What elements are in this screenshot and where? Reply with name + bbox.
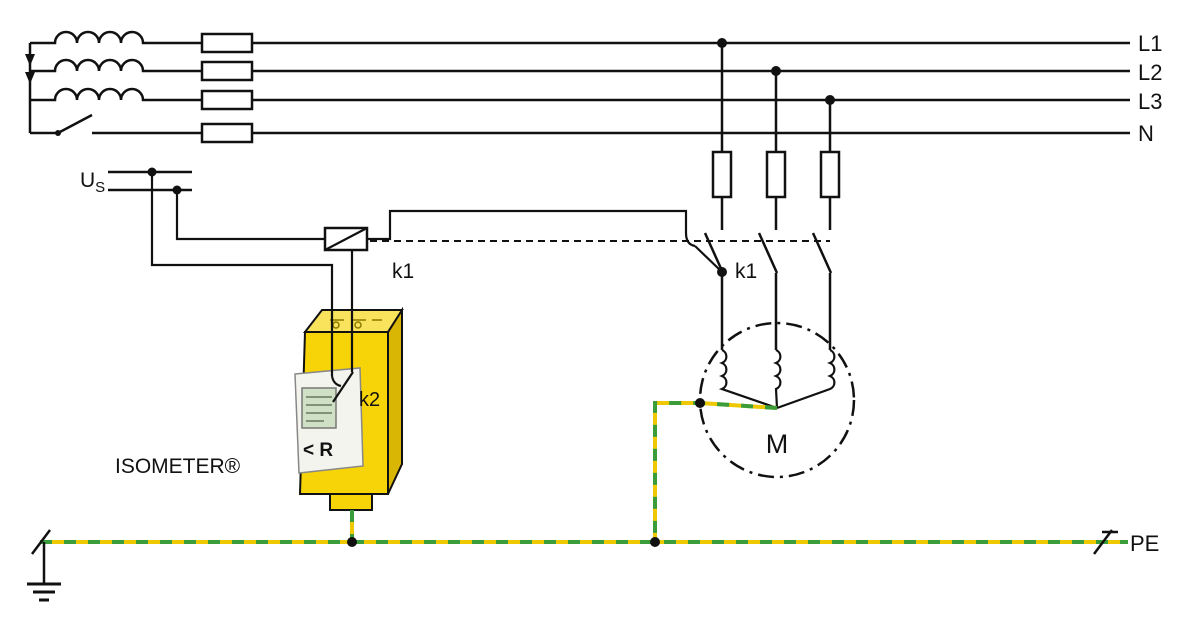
- us-wire-to-k2: [150, 172, 334, 376]
- alarm-contact-k2: k2: [330, 250, 380, 411]
- device-top-face: [302, 309, 404, 333]
- aux-contact-hook: [684, 232, 696, 248]
- supply-rails: L1 L2 L3 N: [25, 30, 1162, 146]
- supply-arrow-1: [25, 54, 35, 66]
- motor-winding-l2: [773, 348, 782, 409]
- k2-label: k2: [359, 389, 380, 411]
- pe-junction-motor: [650, 537, 660, 547]
- device-function-label: < R: [303, 440, 333, 461]
- k2-blade: [332, 371, 354, 403]
- device-din-clip: [329, 493, 373, 511]
- motor-label: M: [766, 429, 789, 459]
- contact-blade-l2: [757, 232, 779, 274]
- feeder-fuse-l2: [765, 150, 787, 199]
- us-label-sub: S: [95, 179, 105, 196]
- k2-hook: [330, 375, 342, 388]
- rail-l2-line: [30, 58, 1130, 73]
- aux-contact-blade: [694, 245, 722, 272]
- us-label-u: U: [80, 169, 95, 192]
- rail-n-label: N: [1138, 121, 1154, 146]
- pe-network: PE: [27, 398, 1159, 602]
- rail-l3-line: [30, 87, 1130, 102]
- rail-l2-label: L2: [1138, 60, 1162, 85]
- contact-k1-label: k1: [735, 260, 757, 283]
- aux-junction-dot: [717, 267, 727, 277]
- us-wire-to-coil: [175, 190, 325, 241]
- relay-coil-diagonal: [324, 227, 368, 251]
- contact-blade-l3: [811, 232, 833, 274]
- rail-l1-line: [30, 30, 1130, 45]
- fuse-l1: [200, 32, 254, 54]
- motor-feeder: [703, 38, 841, 350]
- earth-symbol: [27, 582, 61, 602]
- relay-circuit: k1 k1: [323, 209, 830, 283]
- isometer-device: < R ISOMETER®: [115, 306, 404, 511]
- neutral-switch-blade: [57, 113, 93, 135]
- device-name-label: ISOMETER®: [115, 455, 241, 478]
- fuse-l3: [200, 89, 254, 111]
- pe-break-mark-left: [31, 529, 51, 555]
- fuse-l2: [200, 60, 254, 82]
- feeder-fuse-l3: [819, 150, 841, 199]
- contact-blade-l1: [703, 232, 725, 274]
- motor-winding-l3: [776, 348, 836, 410]
- motor-circle-junction: [695, 398, 705, 408]
- pe-junction-device: [347, 537, 357, 547]
- rail-l1-label: L1: [1138, 31, 1162, 56]
- coil-k1-label: k1: [392, 260, 414, 283]
- fuse-n: [200, 122, 254, 144]
- rail-l3-label: L3: [1138, 89, 1162, 114]
- us-label: US: [80, 169, 105, 196]
- supply-arrow-2: [25, 72, 35, 84]
- control-supply: US: [80, 167, 334, 376]
- pe-break-mark-right: [1093, 529, 1113, 555]
- neutral-switch-pivot: [55, 130, 61, 136]
- device-screw-2: [354, 321, 362, 329]
- motor-star-earth-base: [653, 401, 778, 542]
- device-display-segments: [306, 396, 332, 422]
- pe-label: PE: [1130, 531, 1159, 556]
- device-side-face: [387, 306, 403, 495]
- motor-star-earth-dashes: [653, 401, 778, 542]
- motor-winding-l1: [718, 348, 778, 410]
- coil-to-aux-wire: [367, 209, 688, 241]
- feeder-fuse-l1: [711, 150, 733, 199]
